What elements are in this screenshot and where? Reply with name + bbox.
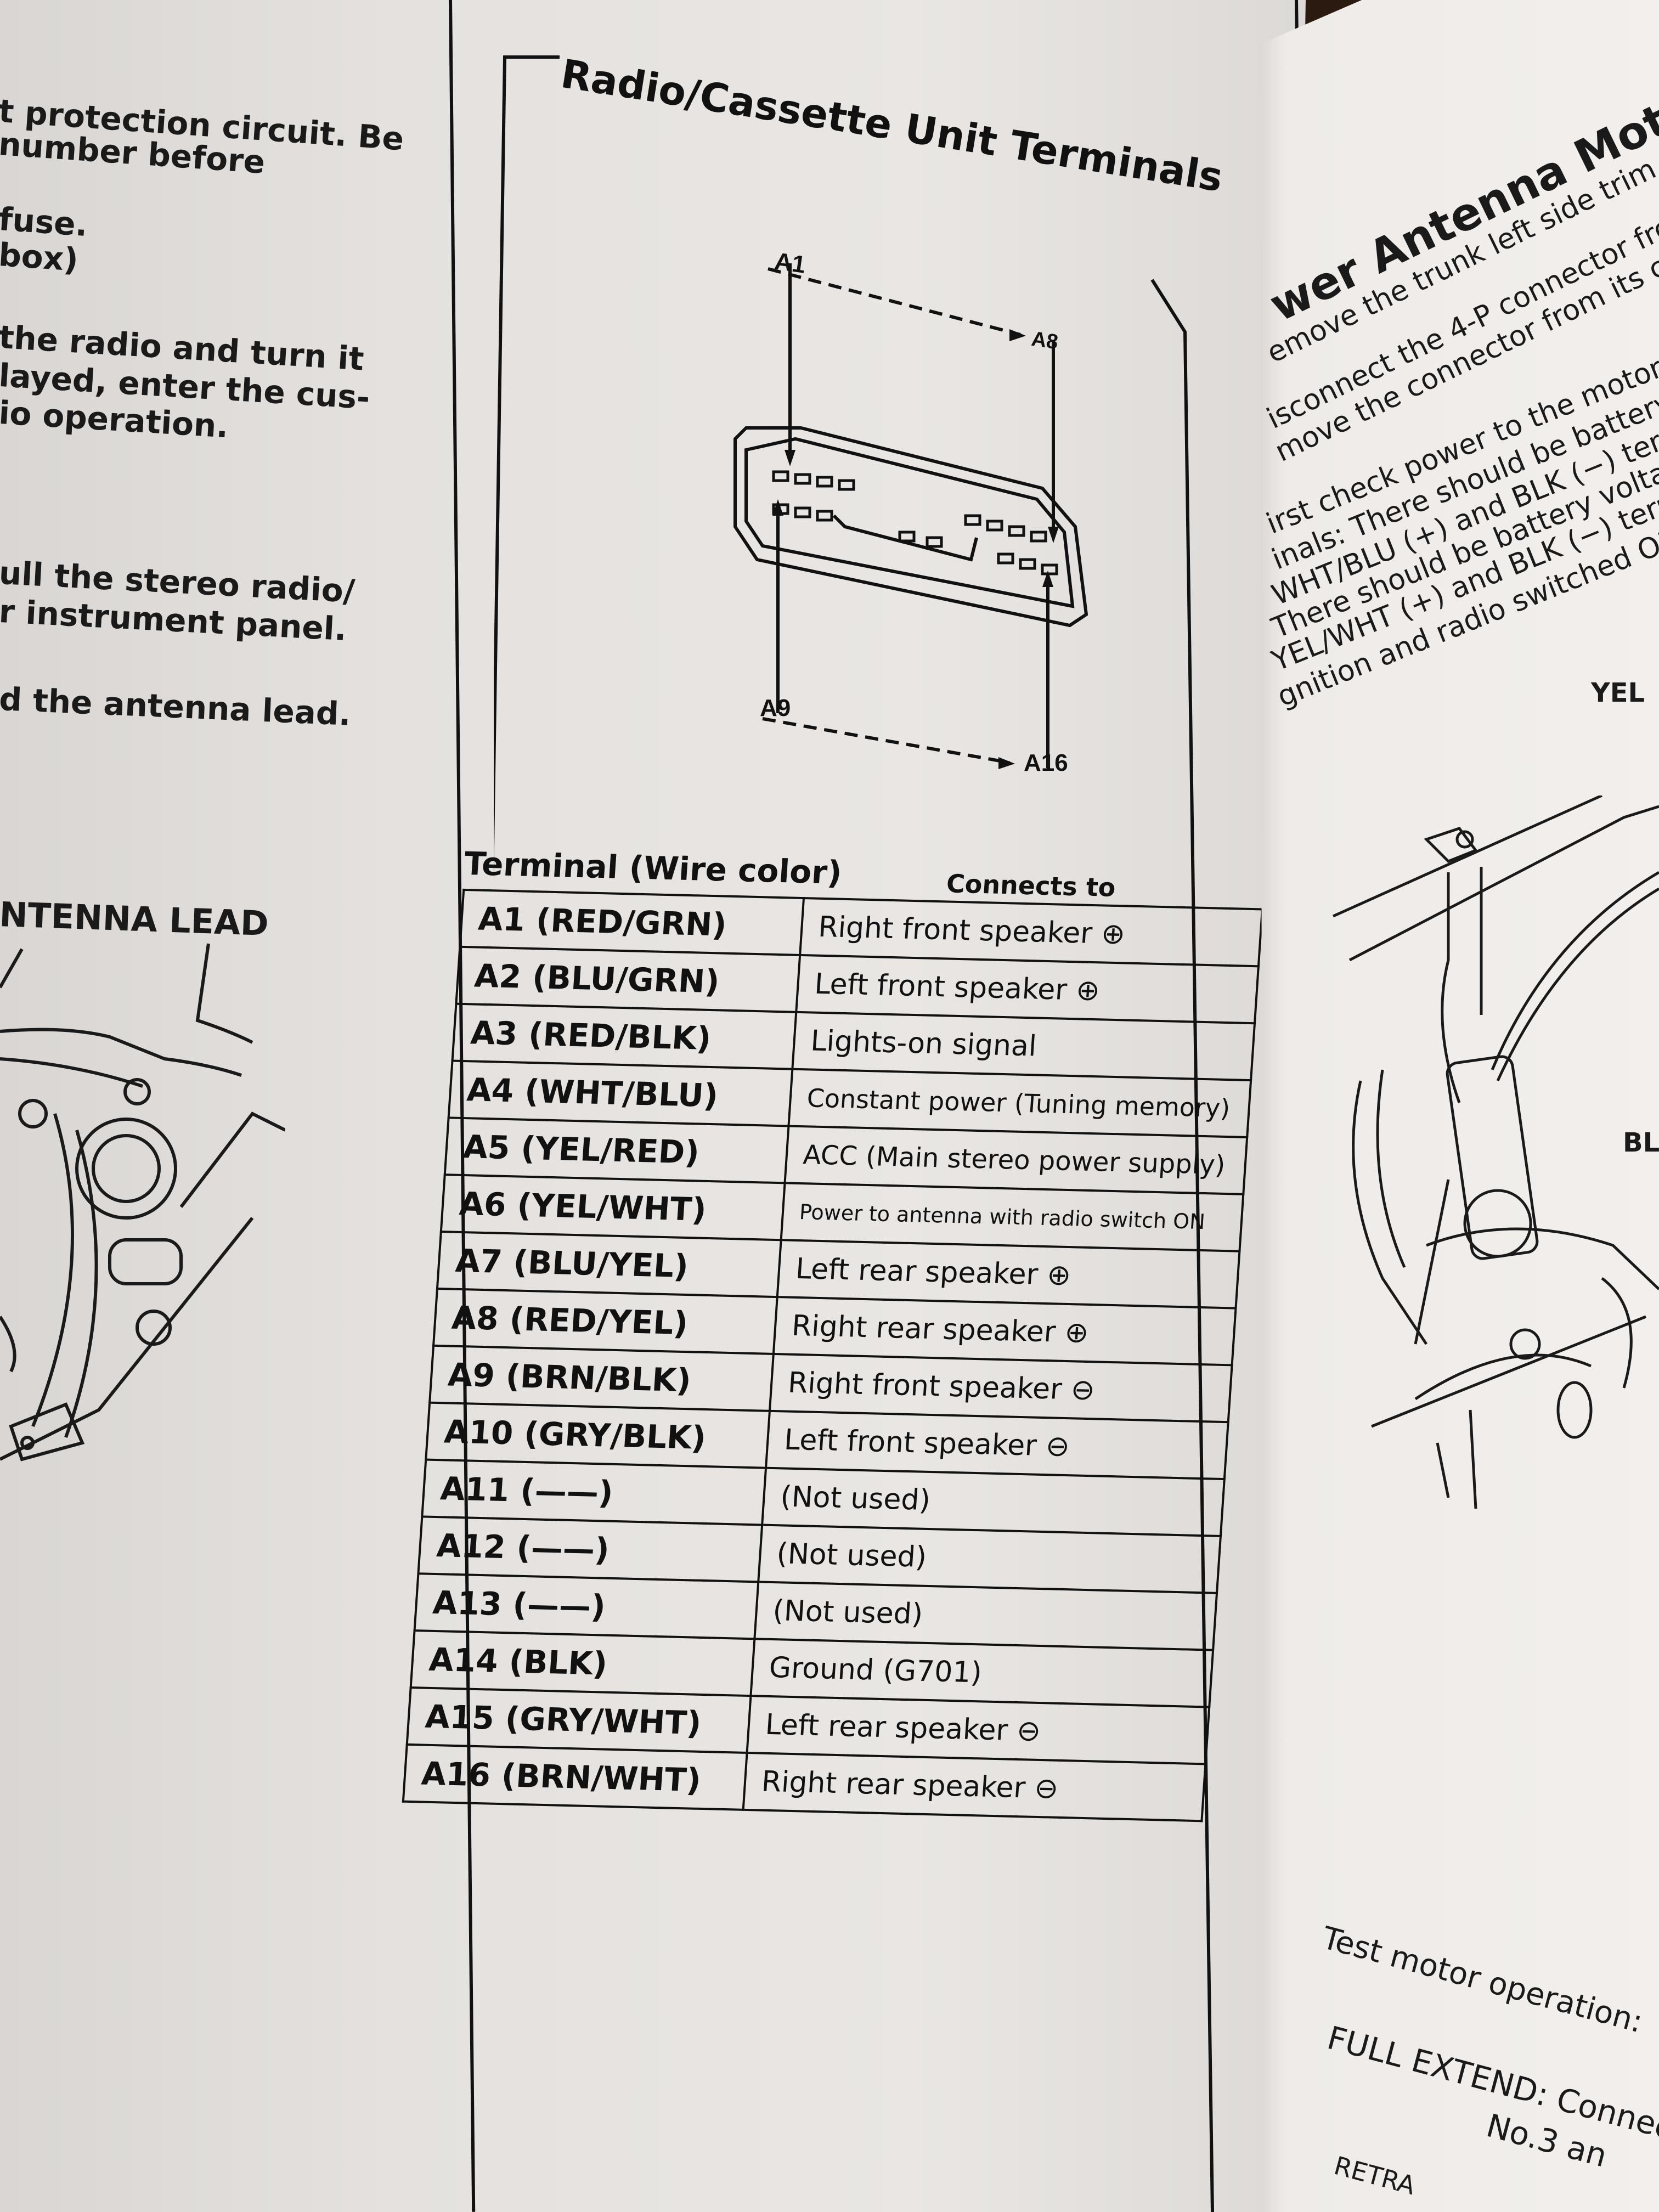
antenna-lead-illustration	[0, 943, 285, 1462]
terminal-cell: A14 (BLK)	[410, 1630, 755, 1696]
terminal-cell: A3 (RED/BLK)	[452, 1003, 797, 1069]
connects-to-cell: (Not used)	[754, 1582, 1217, 1650]
wire-label-blu: BL	[1623, 1127, 1659, 1158]
connects-to-cell: (Not used)	[762, 1468, 1224, 1536]
terminal-cell: A10 (GRY/BLK)	[426, 1402, 770, 1468]
left-page	[0, 0, 1306, 2212]
pin-label-a16: A16	[1024, 749, 1068, 776]
connects-to-cell: (Not used)	[758, 1525, 1221, 1593]
connects-to-cell: ACC (Main stereo power supply)	[785, 1126, 1248, 1194]
text-line: box)	[0, 236, 80, 279]
terminal-cell: A9 (BRN/BLK)	[430, 1345, 774, 1411]
antenna-motor-illustration	[1332, 795, 1659, 1509]
connects-to-cell: Right rear speaker ⊕	[773, 1297, 1236, 1365]
pin-label-a9: A9	[760, 695, 791, 721]
terminal-cell: A1 (RED/GRN)	[460, 889, 804, 955]
terminal-grid: A1 (RED/GRN)Right front speaker ⊕A2 (BLU…	[402, 889, 1263, 1822]
connects-to-cell: Left rear speaker ⊕	[777, 1240, 1240, 1308]
connects-to-cell: Right front speaker ⊕	[800, 898, 1262, 967]
header-connects: Connects to	[945, 868, 1117, 902]
terminal-cell: A7 (BLU/YEL)	[437, 1232, 781, 1297]
terminal-cell: A6 (YEL/WHT)	[441, 1175, 785, 1240]
connects-to-cell: Right front speaker ⊖	[769, 1353, 1232, 1423]
terminal-cell: A16 (BRN/WHT)	[403, 1744, 747, 1810]
terminal-cell: A12 (——)	[418, 1516, 763, 1582]
terminal-cell: A4 (WHT/BLU)	[448, 1060, 793, 1126]
terminal-table: Terminal (Wire color) Connects to A1 (RE…	[402, 834, 1267, 1822]
connector-diagram	[733, 263, 1088, 769]
right-page	[1260, 0, 1659, 2212]
connects-to-cell: Left front speaker ⊕	[796, 955, 1259, 1024]
wire-label-yel: YEL	[1591, 678, 1645, 708]
connects-to-cell: Lights-on signal	[792, 1012, 1255, 1081]
connects-to-cell: Ground (G701)	[751, 1639, 1214, 1707]
terminal-cell: A8 (RED/YEL)	[433, 1288, 777, 1354]
connects-to-cell: Right rear speaker ⊖	[743, 1752, 1206, 1821]
terminal-cell: A2 (BLU/GRN)	[456, 946, 800, 1012]
connects-to-cell: Left rear speaker ⊖	[747, 1696, 1210, 1764]
pin-label-a1: A1	[772, 247, 808, 279]
connects-to-cell: Power to antenna with radio switch ON	[781, 1183, 1244, 1251]
terminal-cell: A15 (GRY/WHT)	[407, 1687, 751, 1753]
terminal-cell: A13 (——)	[414, 1573, 759, 1639]
connects-to-cell: Constant power (Tuning memory)	[788, 1069, 1251, 1137]
terminal-cell: A11 (——)	[422, 1459, 766, 1525]
header-terminal: Terminal (Wire color)	[463, 844, 843, 891]
connects-to-cell: Left front speaker ⊖	[766, 1410, 1228, 1480]
pin-label-a8: A8	[1030, 327, 1060, 354]
section-frame	[494, 55, 1214, 2212]
terminal-cell: A5 (YEL/RED)	[444, 1118, 789, 1183]
